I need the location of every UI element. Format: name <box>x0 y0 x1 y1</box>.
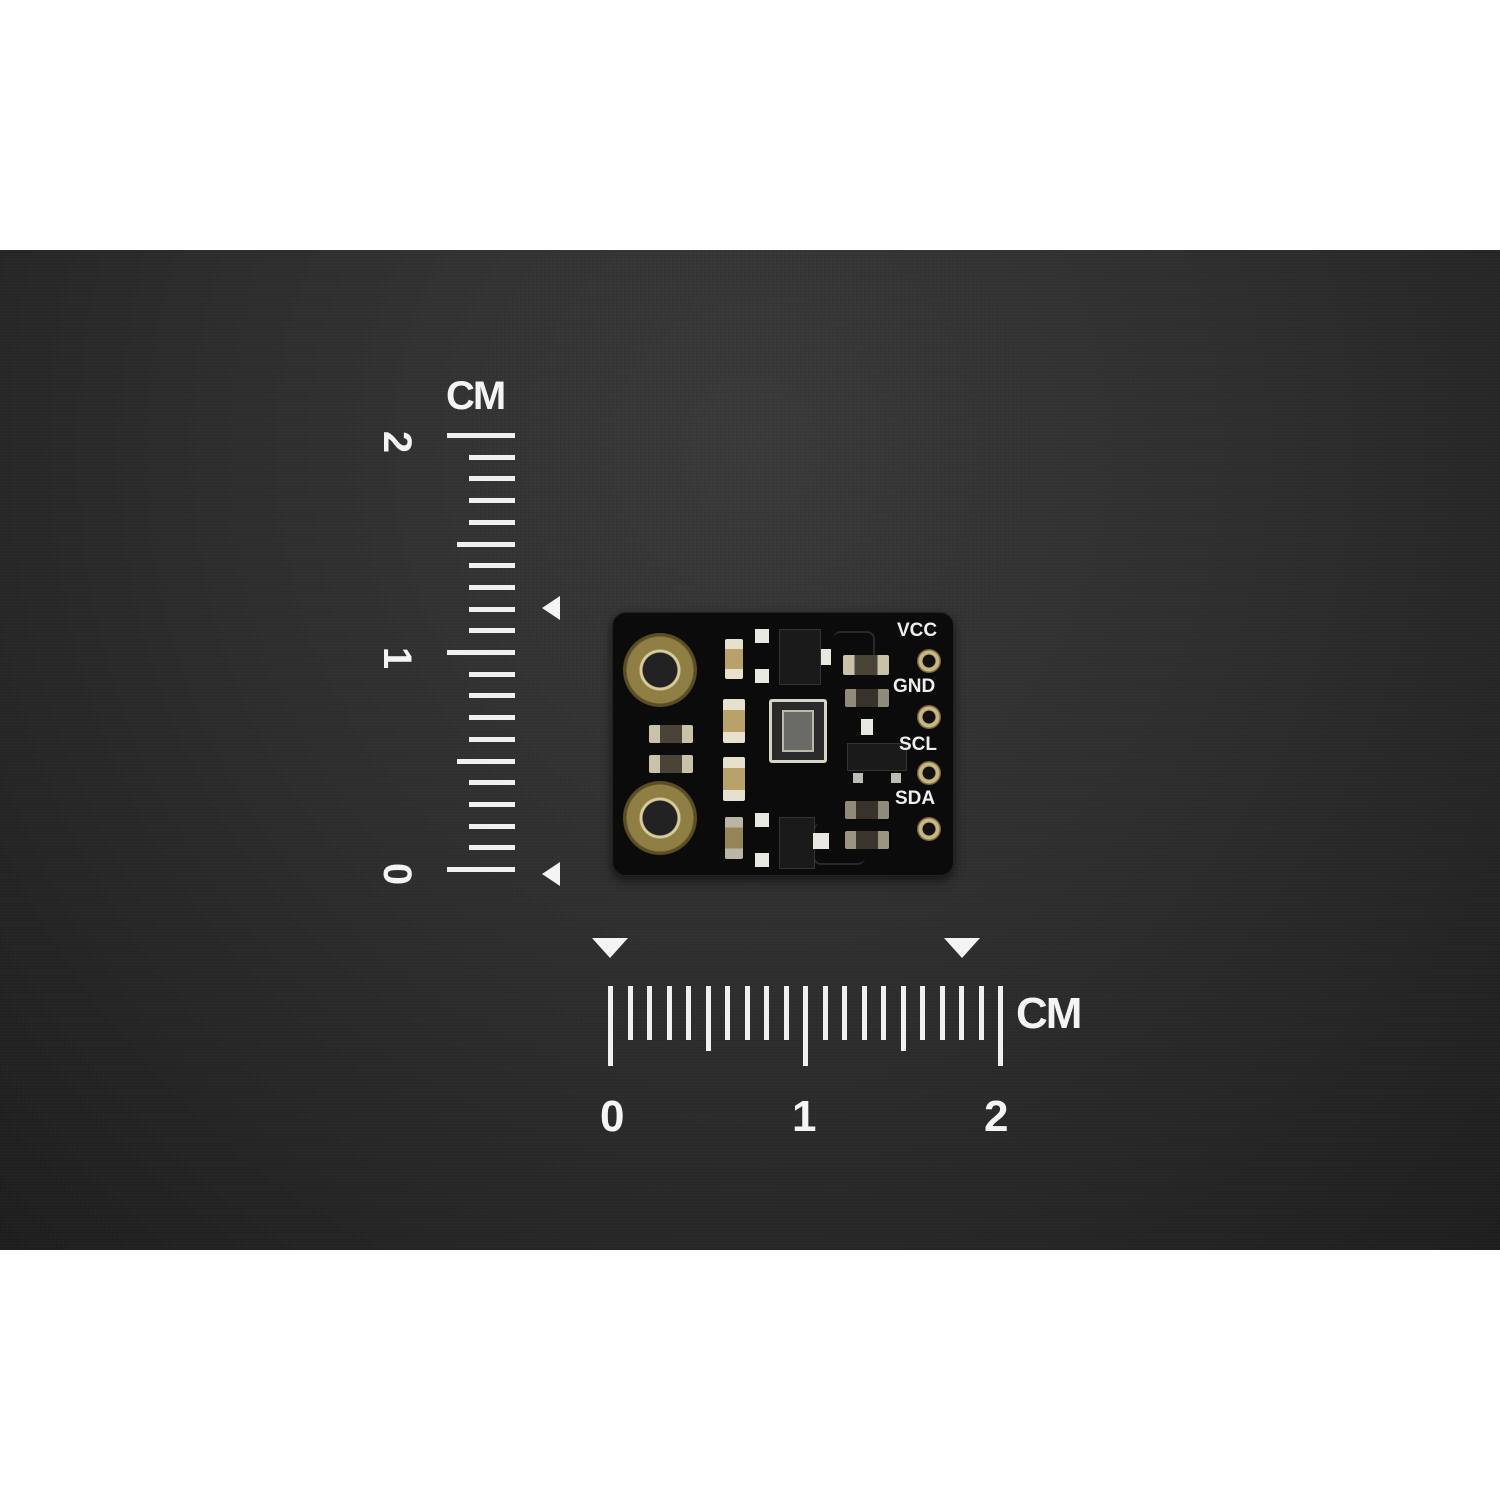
smd-pad <box>755 813 769 827</box>
vertical-ruler-tick <box>447 650 515 655</box>
vertical-ruler-number-0: 0 <box>375 862 420 886</box>
vertical-ruler-tick <box>469 845 515 851</box>
horizontal-ruler-tick <box>627 986 633 1040</box>
horizontal-ruler-tick <box>939 986 945 1040</box>
horizontal-ruler-tick <box>764 986 769 1040</box>
horizontal-ruler-tick <box>842 986 847 1040</box>
vertical-ruler-tick <box>469 584 515 590</box>
smd-component <box>649 755 693 773</box>
horizontal-ruler-tick <box>686 986 691 1040</box>
mounting-hole-top <box>623 633 697 707</box>
vertical-ruler-tick <box>469 606 515 612</box>
vertical-ruler-unit-label: CM <box>446 374 506 418</box>
horizontal-ruler-tick <box>608 986 613 1066</box>
vertical-ruler-tick <box>469 454 515 460</box>
mounting-hole-bottom <box>623 781 697 855</box>
horizontal-ruler-tick <box>861 986 867 1040</box>
smd-component <box>845 801 889 819</box>
smd-pad <box>755 629 769 643</box>
product-photo: CM 2 1 0 CM 0 1 2 <box>0 250 1500 1250</box>
vertical-ruler-tick <box>469 801 515 807</box>
smd-component <box>649 725 693 743</box>
pin-label-scl: SCL <box>899 734 937 755</box>
horizontal-ruler-tick <box>705 986 711 1051</box>
pin-header-scl <box>917 761 941 785</box>
smd-component <box>725 639 743 679</box>
smd-pad <box>755 669 769 683</box>
horizontal-ruler-number-2: 2 <box>984 1092 1009 1141</box>
capacitor <box>723 757 745 801</box>
horizontal-marker-right-icon <box>944 938 980 958</box>
vertical-ruler-tick <box>469 715 515 721</box>
pin-header-gnd <box>917 705 941 729</box>
smd-component <box>845 831 889 849</box>
vertical-ruler-tick <box>469 823 515 829</box>
horizontal-ruler-tick <box>959 986 964 1040</box>
horizontal-marker-left-icon <box>592 938 628 958</box>
smd-component <box>845 689 889 707</box>
smd-pad <box>755 853 769 867</box>
pin-header-vcc <box>917 649 941 673</box>
smd-pad <box>853 773 863 783</box>
vertical-ruler-tick <box>469 628 515 634</box>
horizontal-ruler-tick <box>822 986 828 1040</box>
horizontal-ruler-number-1: 1 <box>792 1092 817 1141</box>
smd-pad <box>891 773 901 783</box>
horizontal-ruler-number-0: 0 <box>600 1092 625 1141</box>
horizontal-ruler-tick <box>881 986 886 1040</box>
horizontal-ruler-tick <box>998 986 1003 1066</box>
horizontal-ruler-tick <box>978 986 984 1040</box>
pcb-trace <box>833 631 875 663</box>
smd-component <box>725 817 743 859</box>
pin-label-sda: SDA <box>895 788 936 809</box>
vertical-ruler-tick <box>469 563 515 569</box>
pin-header-sda <box>917 817 941 841</box>
horizontal-ruler-unit-label: CM <box>1016 989 1082 1038</box>
ic-chip <box>779 629 821 685</box>
horizontal-ruler-tick <box>920 986 925 1040</box>
horizontal-ruler-tick <box>647 986 652 1040</box>
vertical-ruler-number-2: 2 <box>375 430 420 454</box>
vertical-ruler-tick <box>469 498 515 504</box>
smd-pad <box>821 649 831 665</box>
vertical-ruler-tick <box>457 541 515 547</box>
sensor-chip <box>769 699 827 763</box>
horizontal-ruler-tick <box>803 986 808 1066</box>
horizontal-ruler-tick <box>744 986 750 1040</box>
vertical-ruler-tick <box>447 867 515 872</box>
horizontal-ruler-tick <box>725 986 730 1040</box>
vertical-ruler-tick <box>469 476 515 482</box>
ic-chip <box>779 817 815 869</box>
vertical-ruler-tick <box>469 519 515 525</box>
vertical-ruler-tick <box>469 671 515 677</box>
vertical-ruler-tick <box>469 736 515 742</box>
vertical-marker-top-icon <box>542 596 560 620</box>
vertical-ruler-tick <box>457 758 515 764</box>
sensor-breakout-board: VCC GND SCL SDA <box>612 612 954 876</box>
vertical-ruler-number-1: 1 <box>375 646 420 670</box>
vertical-marker-bottom-icon <box>542 862 560 886</box>
transistor <box>847 743 907 771</box>
smd-pad <box>813 833 829 849</box>
smd-pad <box>861 719 873 735</box>
vertical-ruler-tick <box>469 780 515 786</box>
horizontal-ruler-tick <box>900 986 906 1051</box>
horizontal-ruler-tick <box>666 986 672 1040</box>
pin-label-vcc: VCC <box>897 620 938 641</box>
horizontal-ruler-tick <box>783 986 789 1040</box>
capacitor <box>723 699 745 743</box>
smd-component <box>843 655 889 675</box>
vertical-ruler-tick <box>469 693 515 699</box>
vertical-ruler-tick <box>447 433 515 438</box>
pin-label-gnd: GND <box>893 676 936 697</box>
